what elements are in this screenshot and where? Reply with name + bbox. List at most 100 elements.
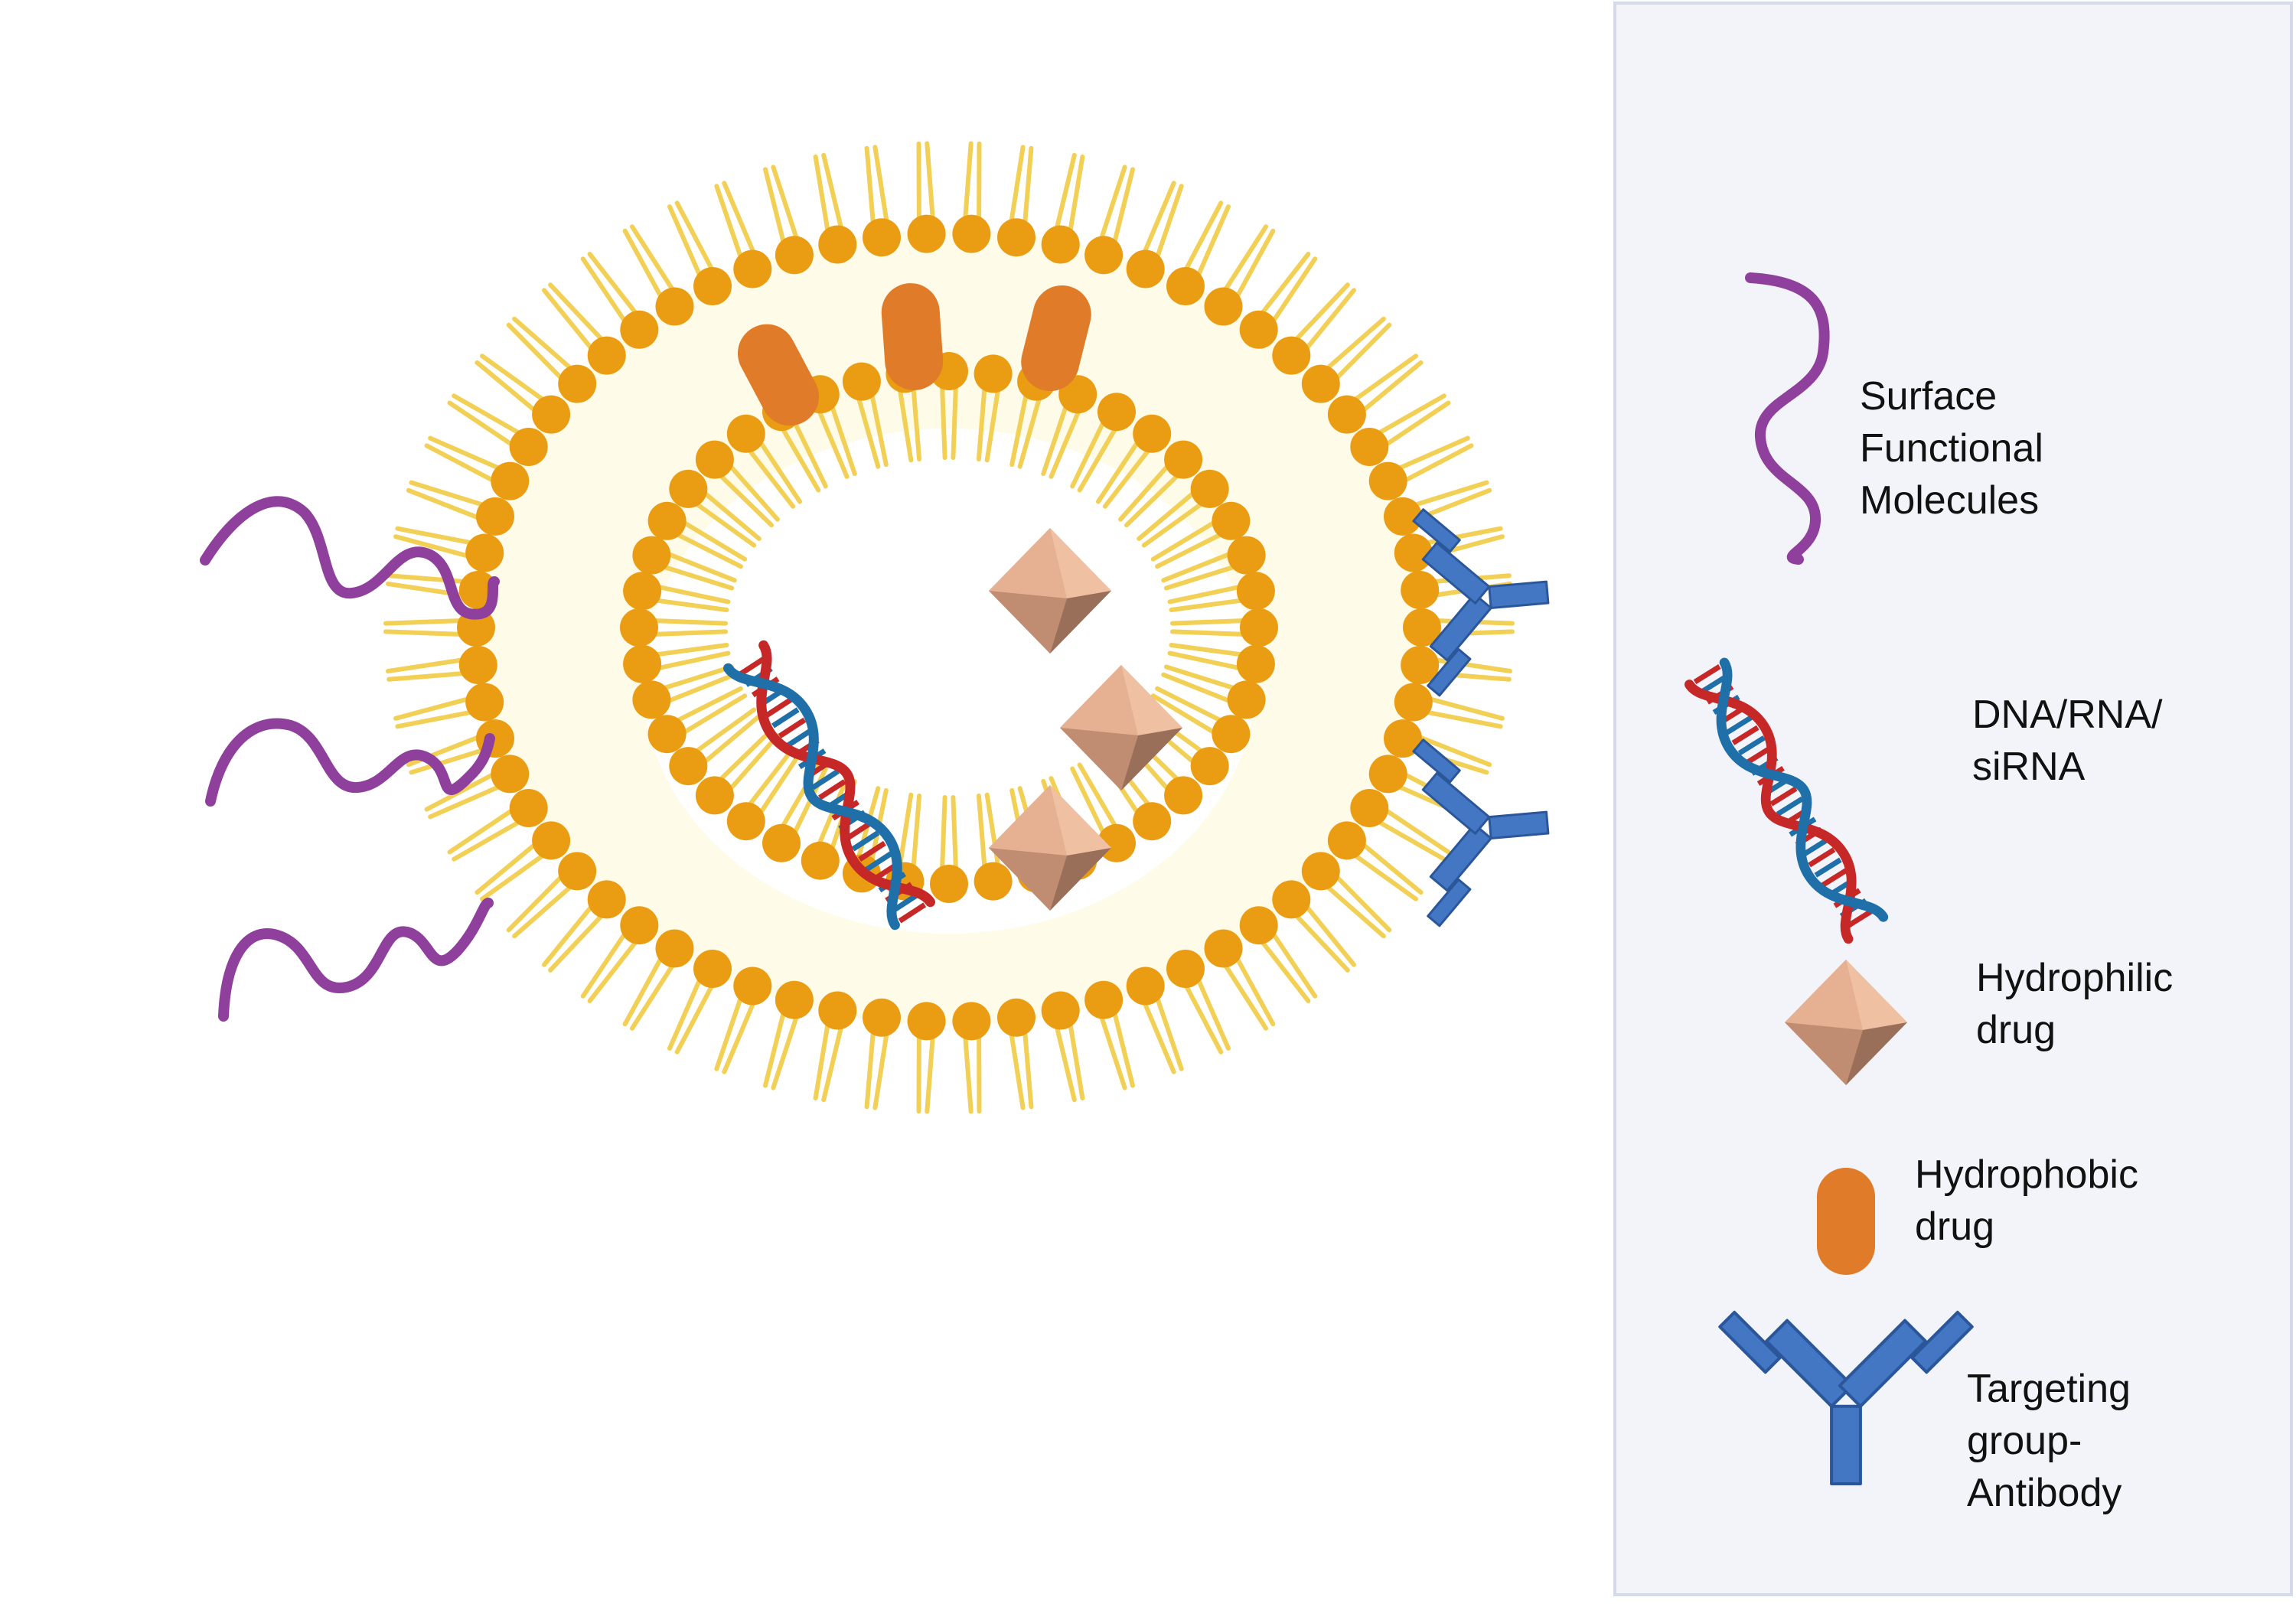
peg-chain-icon: [200, 496, 500, 620]
lipid-tail: [1182, 200, 1224, 273]
lipid-tail: [580, 930, 628, 999]
legend-label-hydrophilic-drug: Hydrophilic drug: [1976, 956, 2174, 1052]
lipid-tail: [651, 629, 728, 637]
lipid-tail: [1169, 598, 1246, 612]
lipid-tail: [1303, 903, 1356, 967]
lipid-head: [632, 536, 671, 575]
lipid-tail: [395, 526, 475, 546]
lipid-head: [491, 755, 530, 794]
legend-panel: Surface Functional Molecules DNA/RNA/ si…: [1613, 2, 2293, 1596]
lipid-head: [458, 646, 497, 684]
lipid-tail: [1375, 819, 1446, 862]
lipid-head: [1301, 852, 1340, 891]
lipid-head: [1239, 310, 1278, 349]
lipid-head: [1394, 683, 1433, 722]
lipid-tail: [1167, 584, 1244, 605]
lipid-head: [762, 823, 801, 862]
lipid-tail: [771, 1012, 800, 1090]
lipid-tail: [660, 564, 735, 591]
lipid-head: [907, 214, 946, 253]
lipid-tail: [1068, 154, 1085, 235]
lipid-tail: [1323, 316, 1386, 372]
lipid-tail: [548, 911, 605, 973]
lipid-head: [1384, 719, 1422, 758]
lipid-head: [930, 865, 968, 903]
lipid-head: [775, 236, 814, 275]
peg-chain-icon: [1745, 272, 1830, 565]
lipid-tail: [911, 794, 922, 871]
lipid-head: [669, 469, 708, 508]
lipid-tail: [480, 852, 547, 901]
lipid-tail: [587, 252, 640, 317]
lipid-tail: [821, 1022, 844, 1103]
lipid-tail: [428, 784, 503, 820]
lipid-tail: [506, 873, 565, 933]
lipid-head: [465, 533, 504, 572]
lipid-tail: [1154, 184, 1184, 261]
antibody-icon: [1720, 1312, 1971, 1484]
lipid-tail: [1022, 1028, 1034, 1110]
lipid-head: [1350, 428, 1389, 466]
lipid-tail: [651, 618, 728, 626]
lipid-head: [1272, 880, 1311, 919]
lipid-tail: [512, 883, 575, 939]
lipid-tail: [512, 316, 575, 372]
lipid-tail: [864, 1028, 876, 1110]
lipid-head: [465, 683, 504, 722]
lipid-tail: [386, 670, 468, 682]
lipid-tail: [580, 256, 628, 325]
lipid-head: [863, 218, 901, 257]
lipid-head: [1394, 533, 1433, 572]
lipid-tail: [757, 438, 802, 504]
lipid-tail: [1182, 982, 1224, 1054]
lipid-head: [491, 461, 530, 500]
lipid-head: [1126, 966, 1165, 1006]
lipid-tail: [1426, 696, 1505, 721]
lipid-head: [655, 929, 694, 968]
lipid-tail: [406, 487, 483, 521]
lipid-tail: [951, 383, 958, 460]
lipid-tail: [1359, 360, 1424, 414]
lipid-tail: [1411, 480, 1489, 508]
lipid-head: [558, 852, 597, 891]
lipid-tail: [660, 664, 735, 691]
lipid-tail: [763, 167, 787, 246]
lipid-tail: [664, 551, 737, 583]
lipid-head: [733, 249, 772, 288]
lipid-tail: [1195, 204, 1231, 279]
lipid-tail: [480, 354, 547, 403]
lipid-tail: [1333, 873, 1392, 933]
lipid-head: [1384, 497, 1422, 536]
lipid-tail: [542, 288, 595, 352]
lipid-tail: [1161, 672, 1234, 704]
lipid-head: [842, 362, 881, 401]
lipid-head: [1227, 680, 1266, 719]
lipid-tail: [386, 657, 466, 673]
lipid-tail: [1258, 252, 1311, 317]
peg-chain-icon: [218, 898, 494, 1022]
lipid-tail: [1415, 734, 1492, 768]
lipid-tail: [1137, 489, 1197, 541]
lipid-head: [801, 841, 840, 880]
lipid-tail: [1102, 446, 1152, 509]
lipid-head: [623, 644, 662, 683]
lipid-tail: [1163, 664, 1238, 691]
lipid-tail: [475, 360, 539, 414]
lipid-tail: [542, 903, 595, 967]
lipid-head: [1236, 644, 1275, 683]
lipid-tail: [393, 534, 472, 559]
lipid-head: [818, 225, 857, 264]
lipid-tail: [1141, 999, 1176, 1074]
lipid-tail: [673, 686, 743, 724]
lipid-tail: [680, 693, 748, 736]
lipid-tail: [1163, 564, 1238, 591]
lipid-tail: [714, 184, 744, 261]
lipid-head: [620, 310, 659, 349]
lipid-head: [974, 862, 1013, 901]
lipid-head: [1084, 980, 1124, 1019]
liposome: [383, 141, 1515, 1114]
lipid-tail: [829, 402, 857, 477]
lipid-head: [532, 395, 571, 434]
lipid-head: [1097, 823, 1136, 862]
